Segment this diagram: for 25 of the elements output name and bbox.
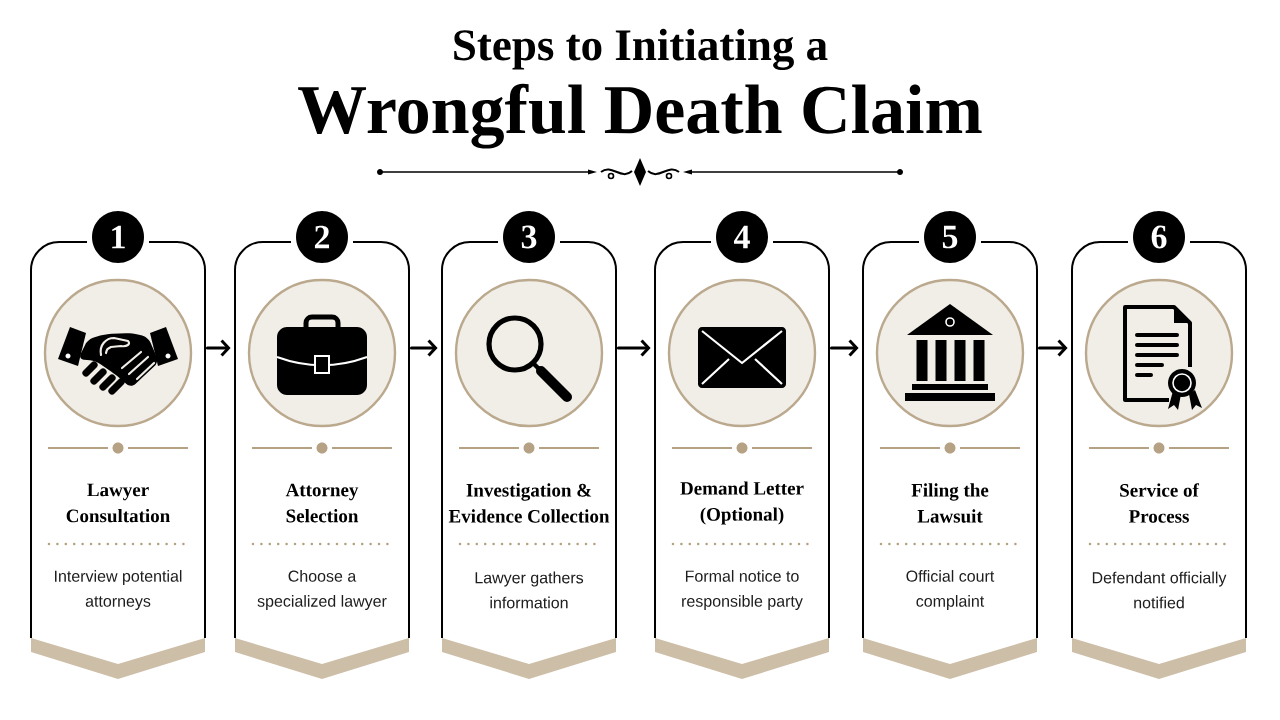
- step-title: Investigation & Evidence Collection: [448, 483, 610, 523]
- arrow: [829, 339, 859, 357]
- arrow: [205, 339, 231, 357]
- step-title: Service of Process: [1120, 483, 1200, 523]
- arrow: [409, 339, 438, 357]
- arrow: [616, 339, 651, 357]
- step-description: Interview potential attorneys: [55, 570, 182, 610]
- step-description: Formal notice to responsible party: [682, 570, 803, 610]
- title: Wrongful Death Claim: [298, 83, 982, 149]
- number-badge: 4: [716, 211, 768, 263]
- step-title: Lawyer Consultation: [66, 483, 170, 523]
- subtitle: Steps to Initiating a: [454, 28, 828, 70]
- number-badge: 2: [296, 211, 348, 263]
- step-description: Defendant officially notified: [1092, 571, 1227, 609]
- number-badge: 3: [503, 211, 555, 263]
- number-badge: 1: [92, 211, 144, 263]
- step-title: Attorney Selection: [285, 483, 359, 523]
- number-badge: 6: [1133, 211, 1185, 263]
- arrow: [1037, 339, 1068, 357]
- number-badge: 5: [924, 211, 976, 263]
- step-description: Official court complaint: [906, 570, 995, 610]
- step-description: Lawyer gathers information: [475, 571, 584, 609]
- step-title: Demand Letter (Optional): [680, 481, 804, 525]
- step-title: Filing the Lawsuit: [911, 483, 989, 523]
- step-description: Choose a specialized lawyer: [257, 570, 387, 610]
